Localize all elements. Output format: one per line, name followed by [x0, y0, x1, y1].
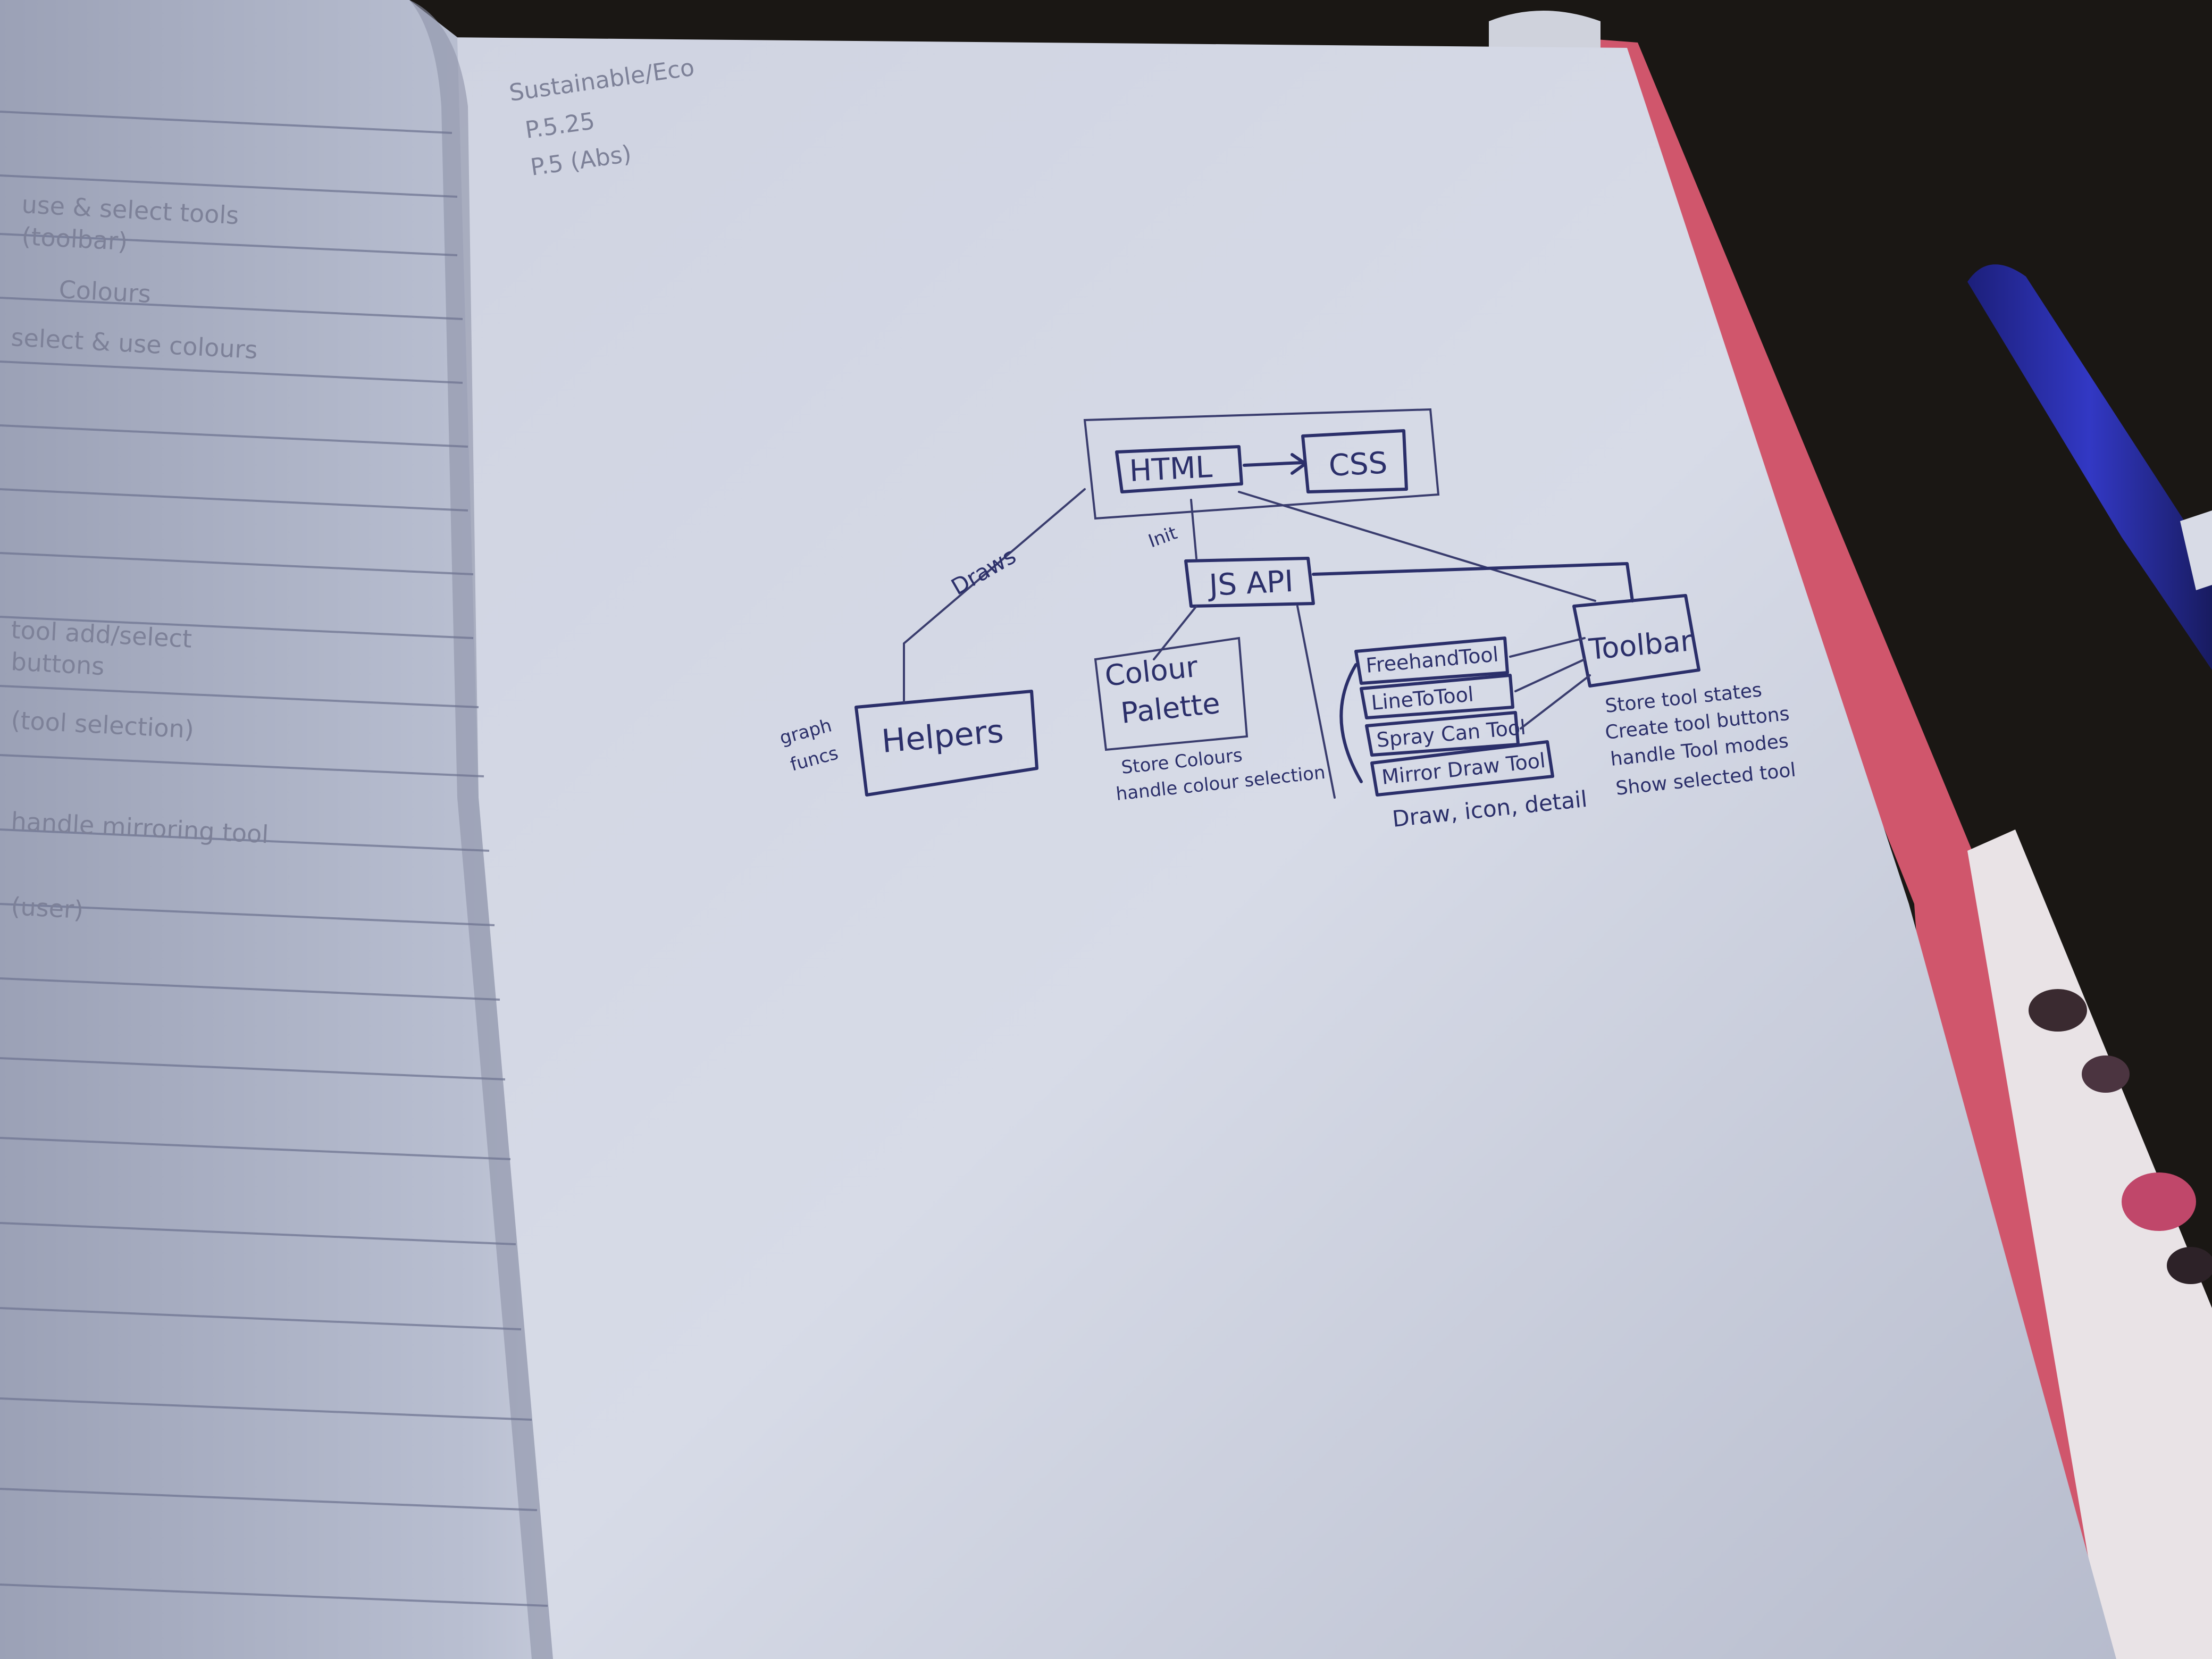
css-label: CSS — [1328, 446, 1388, 483]
tool-box — [1370, 740, 1554, 797]
left-note: buttons — [10, 647, 105, 681]
edge-tools-bracket — [1339, 663, 1363, 783]
ruled-lines — [0, 111, 548, 1607]
edge-jsapi-tools — [1296, 605, 1336, 799]
helpers-box — [854, 690, 1038, 797]
edge-html-helpers — [903, 488, 1086, 703]
js-api-box — [1184, 557, 1315, 608]
js-api-label: JS API — [1206, 564, 1294, 603]
tool-box — [1360, 674, 1514, 719]
html-box — [1115, 445, 1243, 493]
css-box — [1301, 429, 1408, 493]
pen — [1967, 264, 2212, 671]
edge-jsapi-toolbar — [1312, 562, 1634, 602]
left-note: (user) — [10, 892, 84, 924]
flower-pattern — [2082, 1055, 2130, 1093]
html-label: HTML — [1128, 450, 1213, 489]
left-note: (toolbar) — [21, 222, 128, 256]
edge-html-jsapi — [1190, 499, 1197, 559]
floral-cover-strip — [1967, 830, 2212, 1659]
gutter-shadow — [409, 0, 553, 1659]
flower-pattern — [2122, 1172, 2196, 1231]
arrowhead — [1291, 453, 1307, 475]
html-container-box — [1083, 408, 1440, 520]
flower-pattern — [2029, 989, 2087, 1032]
left-note: Colours — [58, 275, 152, 308]
edge-jsapi-palette — [1153, 605, 1197, 660]
right-page — [441, 37, 2116, 1659]
pen-body — [1967, 264, 2212, 671]
edge-html-toolbar — [1238, 491, 1596, 602]
tool-box — [1354, 636, 1509, 685]
ribbon-bookmark — [1489, 11, 1601, 58]
edge-tools-toolbar — [1509, 637, 1591, 730]
colour-palette-box — [1094, 636, 1249, 751]
left-page — [0, 0, 553, 1659]
pen-band — [2180, 510, 2212, 590]
html-css-edge — [1243, 461, 1304, 467]
flower-pattern — [2167, 1247, 2212, 1284]
